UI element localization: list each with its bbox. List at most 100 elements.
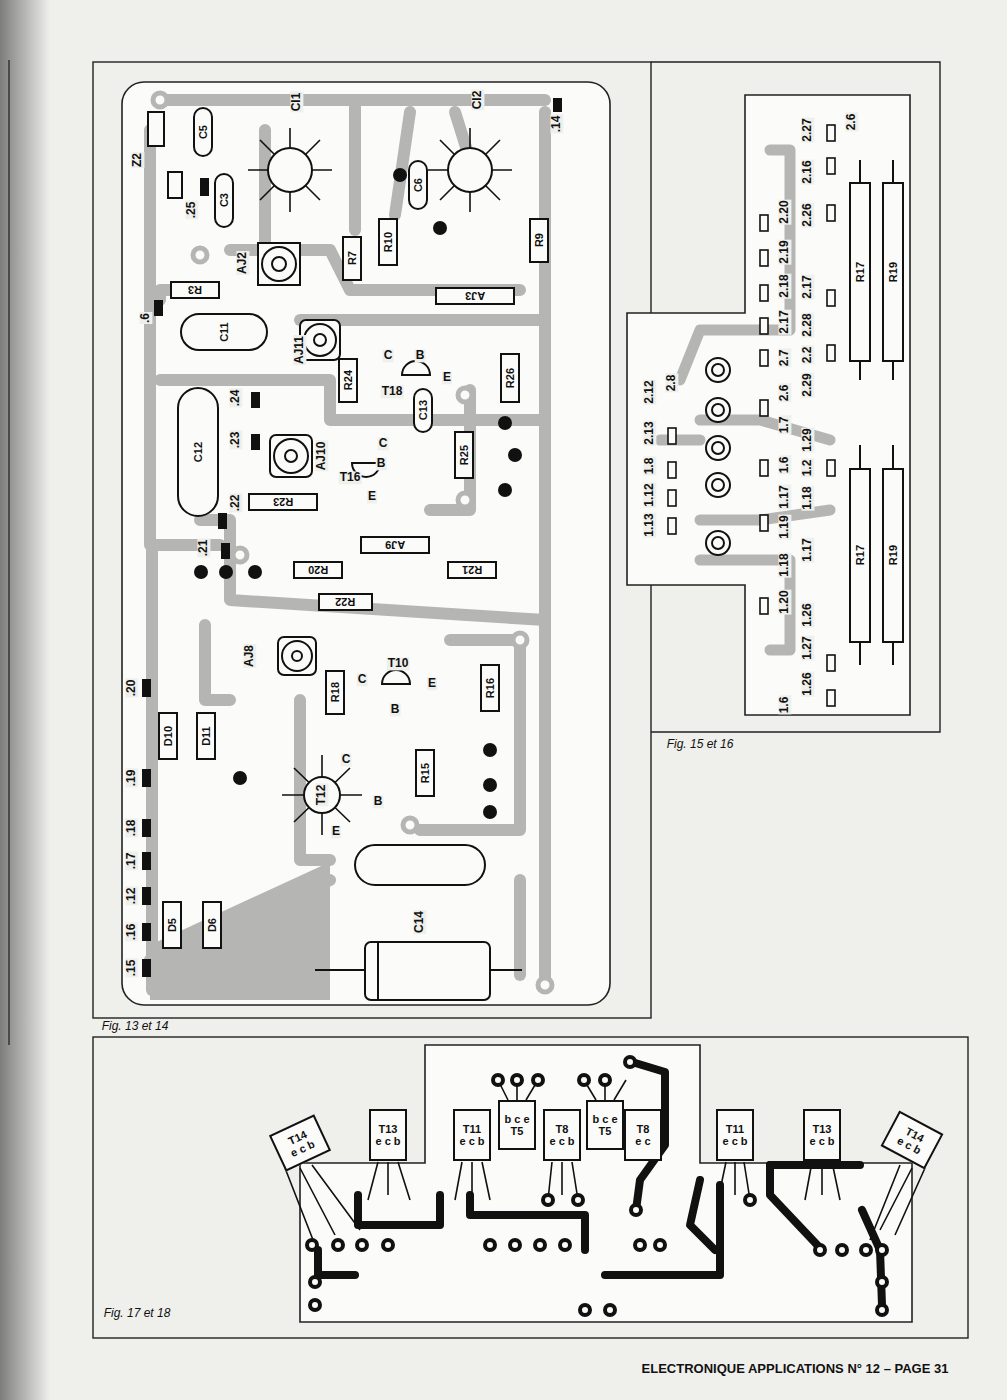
component-body: D10 [158,712,178,760]
component-body: T8e c [624,1109,662,1161]
component-body: b c eT5 [586,1100,624,1150]
callout-label: .16 [125,923,138,942]
callout-label: 1.26 [801,602,814,627]
callout-label: .25 [185,201,198,220]
callout-label: C [341,753,352,766]
component-body: R19 [882,182,904,362]
callout-label: 1.18 [801,485,814,510]
callout-label: B [376,457,387,470]
callout-label: B [415,349,426,362]
callout-label: 1.27 [801,635,814,660]
callout-label: .20 [125,679,138,698]
component-body: T8e c b [543,1109,581,1161]
component-body: R10 [378,218,398,266]
part-name: R26 [504,368,516,388]
callout-label: 2.17 [778,309,791,334]
page-footer: ELECTRONIQUE APPLICATIONS N° 12 – PAGE 3… [641,1362,950,1376]
part-name: R19 [887,545,899,565]
callout-label: CI1 [290,92,303,113]
figure-caption: Fig. 13 et 14 [101,1020,170,1033]
component-body: R7 [342,236,362,281]
part-name: T5 [511,1125,524,1137]
part-name: R17 [854,545,866,565]
part-name: C3 [218,193,230,207]
callout-label: 2.27 [801,117,814,142]
callout-label: T18 [381,385,404,398]
part-name: D6 [206,918,218,932]
component-body: D5 [162,901,182,949]
part-name: R9 [533,233,545,247]
callout-label: 2.6 [778,384,791,403]
callout-label: .23 [229,431,242,450]
component-body: T11e c b [453,1109,491,1161]
callout-label: 1.8 [643,457,656,476]
callout-label: CI2 [471,90,484,111]
callout-label: 1.20 [778,589,791,614]
callout-label: .6 [139,312,152,324]
figure-caption: Fig. 17 et 18 [103,1307,172,1320]
component-body: R25 [454,431,474,479]
part-name: e c b [549,1135,574,1147]
part-name: C12 [192,442,204,462]
part-name: R24 [342,370,354,390]
component-body: AJ9 [360,536,430,554]
callout-label: 2.6 [845,113,858,132]
callout-label: .18 [125,819,138,838]
component-body: R17 [849,468,871,643]
callout-label: .12 [125,887,138,906]
component-body: T13e c b [369,1109,407,1161]
callout-label: AJ10 [315,441,328,472]
callout-label: 2.26 [801,202,814,227]
part-name: R19 [887,262,899,282]
callout-label: 2.7 [778,349,791,368]
component-body: R16 [480,664,500,712]
capacitor-body: C12 [177,387,219,517]
component-body: R19 [882,468,904,643]
callout-label: AJ2 [236,251,249,275]
callout-label: AJ11 [293,335,306,365]
callout-label: AJ8 [243,644,256,668]
callout-label: .22 [229,494,242,513]
part-name: C6 [412,178,424,192]
part-name: T8 [556,1123,569,1135]
component-body: R3 [170,281,220,299]
part-name: e c b [459,1135,484,1147]
component-body: R18 [325,670,345,715]
part-name: b c e [592,1113,617,1125]
callout-label: 1.6 [778,456,791,475]
callout-label: 2.17 [801,274,814,299]
callout-label: 2.29 [801,372,814,397]
part-name: T8 [637,1123,650,1135]
callout-label: 1.17 [778,484,791,509]
callout-label: C14 [413,910,426,934]
part-name: T5 [599,1125,612,1137]
part-name: R22 [335,596,355,608]
callout-label: .19 [125,769,138,788]
part-name: R15 [419,763,431,783]
part-name: R3 [188,284,202,296]
part-name: R23 [273,496,293,508]
component-body: R17 [849,182,871,362]
component-body: T13e c b [803,1109,841,1161]
component-body: T14e c b [881,1111,944,1170]
part-name: D5 [166,918,178,932]
component-body: R23 [248,493,318,511]
part-name: D10 [162,726,174,746]
component-body: D6 [202,901,222,949]
callout-label: 1.26 [801,671,814,696]
capacitor-body: C13 [413,388,433,433]
component-body: T11e c b [716,1109,754,1161]
callout-label: 1.17 [801,537,814,562]
capacitor-body: C3 [214,173,234,228]
part-name: e c b [722,1135,747,1147]
callout-label: .24 [229,389,242,408]
callout-label: 1.7 [778,416,791,435]
component-body: R20 [293,561,343,579]
callout-label: C [357,673,368,686]
callout-label: 2.16 [801,159,814,184]
callout-label: .14 [550,115,563,134]
part-name: D11 [200,726,212,746]
part-name: R25 [458,445,470,465]
